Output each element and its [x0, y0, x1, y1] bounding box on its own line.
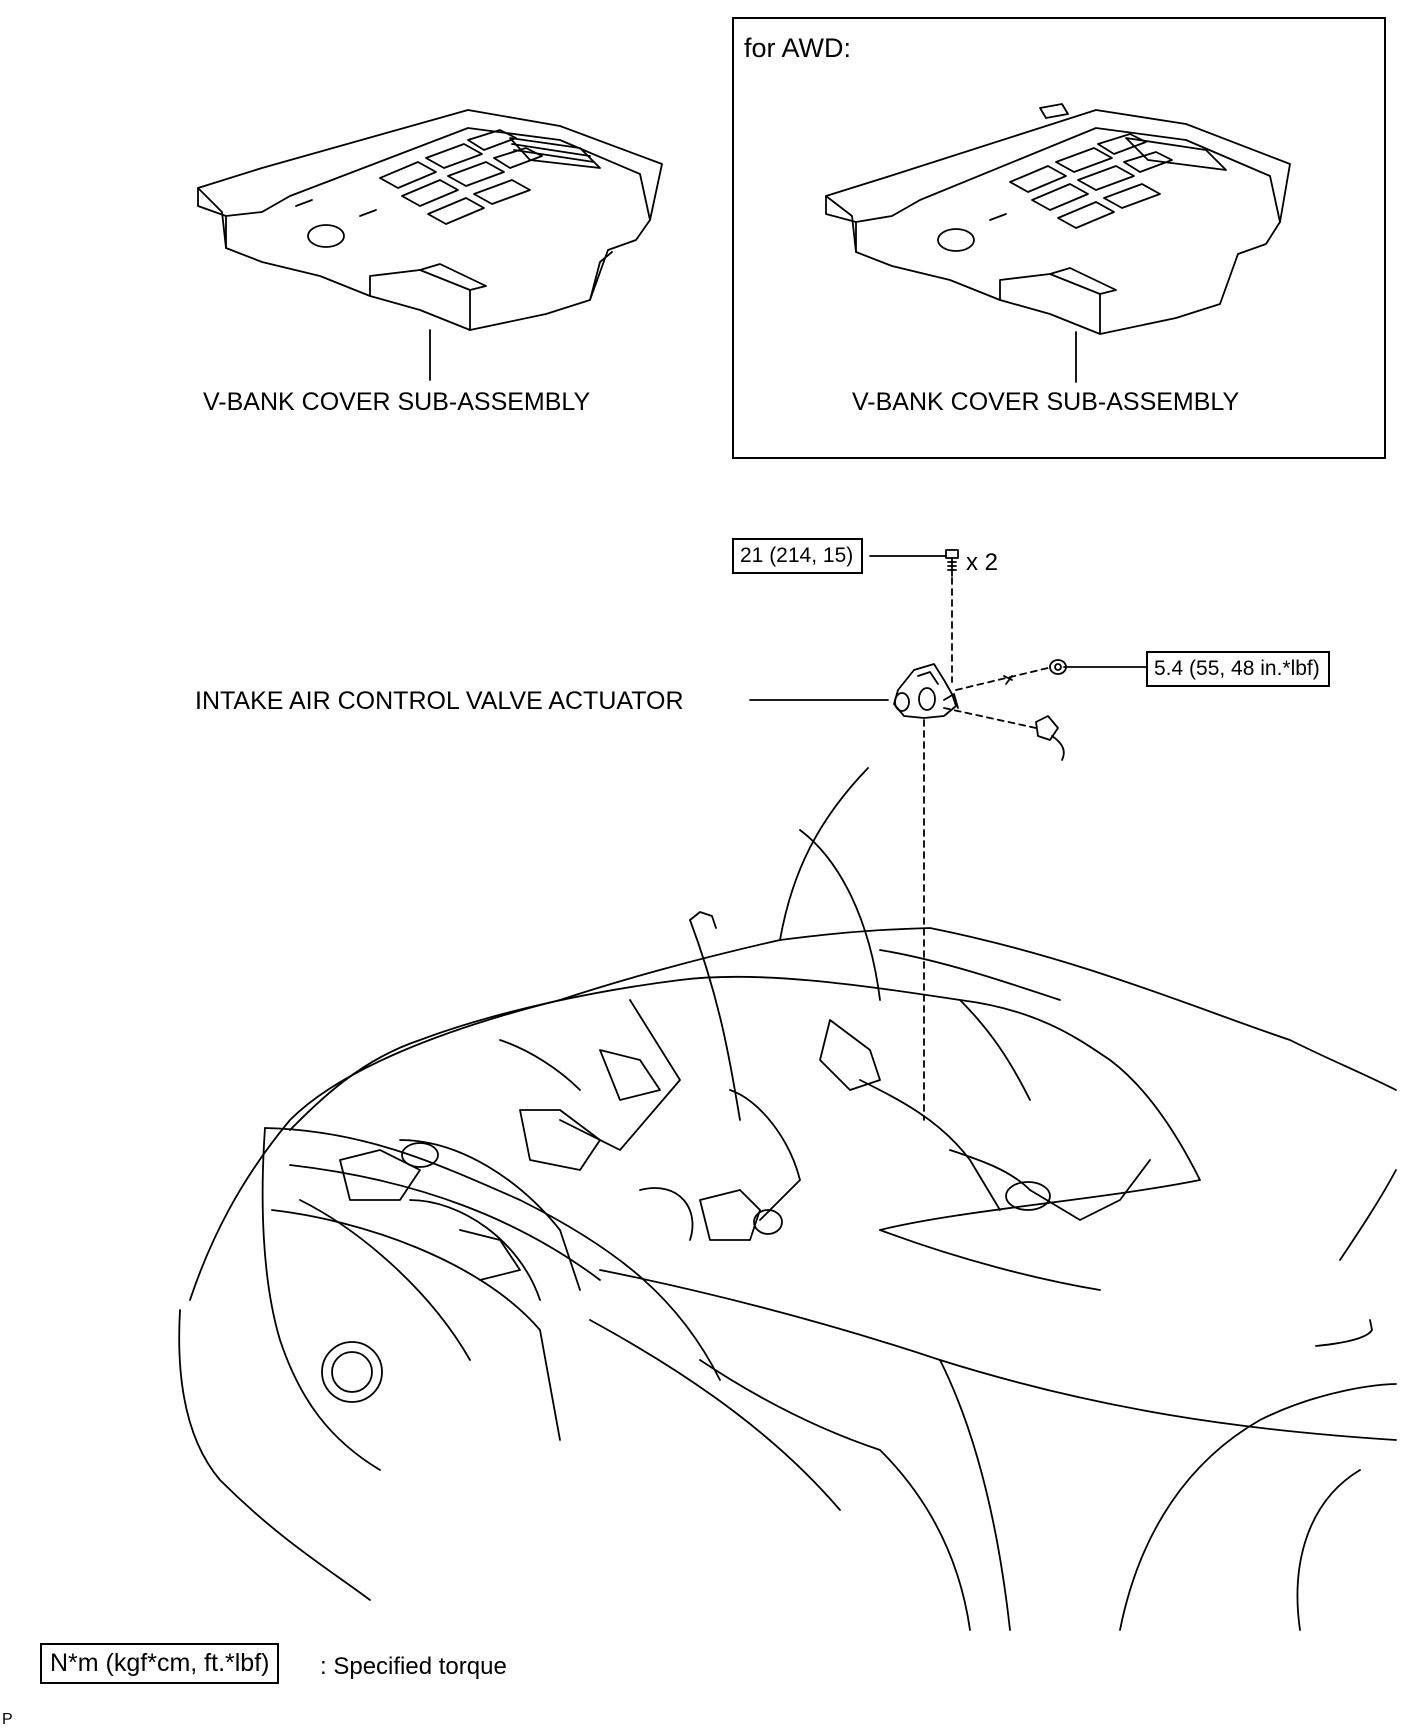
vbank-cover-left-label: V-BANK COVER SUB-ASSEMBLY — [203, 388, 591, 416]
legend-torque-text: : Specified torque — [320, 1653, 507, 1680]
vbank-cover-awd-label: V-BANK COVER SUB-ASSEMBLY — [852, 388, 1240, 416]
engine-bay-drawing — [289, 829, 1201, 1301]
awd-title: for AWD: — [744, 33, 852, 63]
vbank-cover-awd-drawing — [825, 103, 1291, 383]
nut-torque-spec: 5.4 (55, 48 in.*lbf) — [1146, 651, 1330, 688]
vbank-cover-left-drawing — [197, 109, 663, 381]
page-id: P — [2, 1711, 13, 1728]
awd-inset-frame — [732, 17, 1386, 459]
connector-drawing — [1035, 715, 1065, 761]
bolt-drawing — [945, 549, 959, 577]
actuator-label: INTAKE AIR CONTROL VALVE ACTUATOR — [195, 687, 684, 715]
actuator-drawing — [893, 663, 959, 719]
legend-torque-box: N*m (kgf*cm, ft.*lbf) — [40, 1643, 280, 1684]
dashed-lines — [923, 577, 1049, 1121]
torque-leaders — [749, 555, 1147, 701]
bolt-quantity: x 2 — [966, 549, 999, 576]
bolt-torque-spec: 21 (214, 15) — [732, 538, 864, 575]
car-body-drawing — [178, 767, 1397, 1631]
